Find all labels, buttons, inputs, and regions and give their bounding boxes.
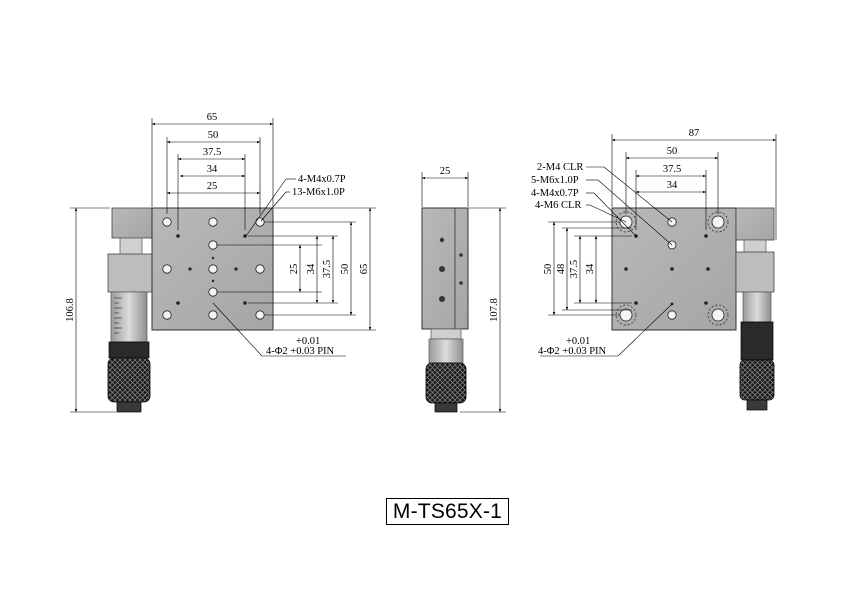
side-body: [421, 207, 469, 330]
front-tol-lower: 4-Φ2 +0.03 PIN: [266, 346, 335, 357]
right-ldim-34: 34: [585, 263, 596, 274]
front-view: Mcont 65: [65, 112, 376, 413]
front-mic-sleeve: [110, 291, 148, 343]
right-ldim-48: 48: [556, 264, 567, 275]
side-holes: [439, 237, 463, 302]
front-dim-65: 65: [207, 112, 218, 123]
front-rdim-25: 25: [289, 264, 300, 275]
front-dim-37-5: 37.5: [203, 147, 221, 158]
right-dim-87: 87: [689, 128, 700, 139]
right-callout-m4: 4-M4x0.7P: [531, 188, 579, 199]
side-mic-end: [434, 402, 458, 413]
front-top-dims: [151, 118, 274, 230]
right-ldim-37-5: 37.5: [569, 260, 580, 278]
side-dim-25: 25: [440, 166, 451, 177]
front-dim-50: 50: [208, 130, 219, 141]
right-stage-side: [735, 207, 775, 241]
front-rdim-65: 65: [359, 264, 370, 275]
front-mic-knurl: [107, 357, 151, 403]
right-small-holes: [624, 234, 710, 306]
right-dim-37-5: 37.5: [663, 164, 681, 175]
right-callout-leaders: [540, 166, 673, 357]
front-rdim-34: 34: [306, 263, 317, 274]
right-left-dims: [548, 221, 632, 316]
front-callout-leaders: [212, 178, 346, 357]
front-rdim-37-5: 37.5: [322, 260, 333, 278]
side-view: 25 107.8: [421, 166, 506, 413]
front-rdim-50: 50: [340, 264, 351, 275]
front-holes: [162, 217, 265, 320]
front-callout-m4: 4-M4x0.7P: [298, 174, 346, 185]
right-tol-upper: +0.01: [566, 336, 590, 347]
right-mic-knurl: [739, 359, 775, 401]
model-label: M-TS65X-1: [386, 498, 509, 525]
right-dim-50: 50: [667, 146, 678, 157]
right-top-dims: [611, 134, 777, 240]
front-dim-34: 34: [207, 164, 218, 175]
front-mic-neck: [119, 237, 143, 257]
right-mic-thimble: [740, 321, 774, 361]
front-callout-m6: 13-M6x1.0P: [292, 187, 345, 198]
right-clr-holes: [619, 215, 725, 322]
front-mic-scale: [114, 297, 122, 334]
side-mic-neck: [430, 328, 462, 340]
front-left-dim: [70, 207, 116, 413]
side-dim-107-8: 107.8: [489, 298, 500, 322]
right-callout-m6: 5-M6x1.0P: [531, 175, 579, 186]
right-tol-lower: 4-Φ2 +0.03 PIN: [538, 346, 607, 357]
right-view: 87 50 37.5 34 50 48 37.5 34 2-M4 CLR 5-M…: [531, 128, 777, 411]
front-mic-end: [116, 401, 142, 413]
right-mic-sleeve: [742, 291, 772, 323]
front-mic-collar: [107, 253, 153, 293]
front-dim-25: 25: [207, 181, 218, 192]
front-small-holes: [176, 234, 247, 305]
side-dims: [421, 172, 506, 413]
front-stage-back: [111, 207, 153, 239]
front-tol-upper: +0.01: [296, 336, 320, 347]
front-dim-106-8: 106.8: [65, 298, 76, 322]
front-mic-thimble: [108, 341, 150, 359]
side-mic-sleeve: [428, 338, 464, 364]
right-mic-end: [746, 399, 768, 411]
right-mic-collar: [735, 251, 775, 293]
front-right-dims: [216, 207, 376, 331]
right-dim-34: 34: [667, 180, 678, 191]
right-ldim-50: 50: [543, 264, 554, 275]
right-callout-m6-clr: 4-M6 CLR: [535, 200, 581, 211]
side-mic-knurl: [425, 362, 467, 404]
right-callout-m4-clr: 2-M4 CLR: [537, 162, 583, 173]
